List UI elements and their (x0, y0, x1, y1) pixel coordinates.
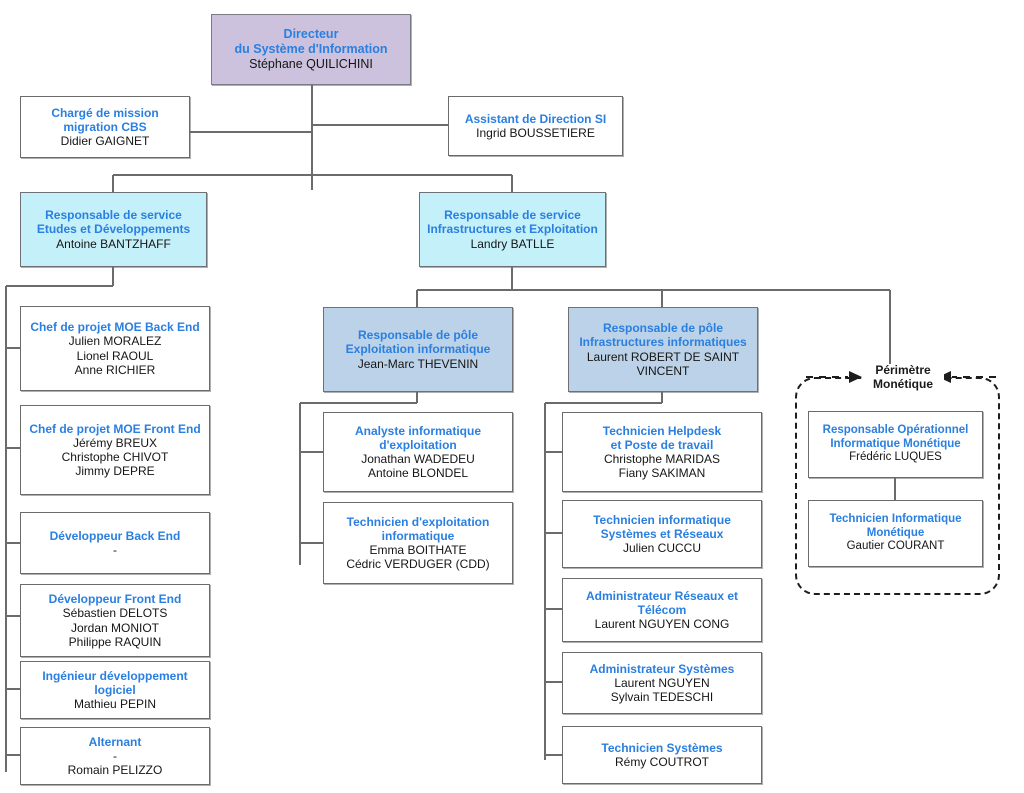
node-alternant-person-line2: Romain PELIZZO (67, 763, 163, 778)
node-service-infrastructures-exploitation[interactable]: Responsable de service Infrastructures e… (419, 192, 606, 267)
node-service-etudes-person: Antoine BANTZHAFF (56, 236, 171, 251)
node-assistant-direction-si[interactable]: Assistant de Direction SI Ingrid BOUSSET… (448, 96, 623, 156)
node-tech-helpdesk-person-line2: Fiany SAKIMAN (618, 466, 706, 481)
node-ing-dev-role-line1: Ingénieur développement (42, 668, 188, 683)
node-director-role-line2: du Système d'Information (234, 42, 388, 57)
node-admin-reseaux-person-line1: Laurent NGUYEN CONG (594, 617, 730, 632)
node-developpeur-back-end[interactable]: Développeur Back End - (20, 512, 210, 574)
node-assistant-direction-si-role-line1: Assistant de Direction SI (464, 111, 607, 126)
node-technicien-helpdesk-poste-travail[interactable]: Technicien Helpdesk et Poste de travail … (562, 412, 762, 492)
node-administrateur-systemes[interactable]: Administrateur Systèmes Laurent NGUYEN S… (562, 652, 762, 714)
node-tech-expl-role-line2: informatique (381, 528, 455, 543)
node-director-person: Stéphane QUILICHINI (249, 56, 373, 71)
node-tech-sys-reseaux-person-line1: Julien CUCCU (622, 541, 702, 556)
node-ingenieur-developpement-logiciel[interactable]: Ingénieur développement logiciel Mathieu… (20, 661, 210, 719)
node-chef-projet-moe-back-end[interactable]: Chef de projet MOE Back End Julien MORAL… (20, 306, 210, 391)
node-admin-systemes-person-line1: Laurent NGUYEN (614, 675, 710, 690)
node-administrateur-reseaux-telecom[interactable]: Administrateur Réseaux et Télécom Lauren… (562, 578, 762, 642)
node-resp-monetique-role-line1: Responsable Opérationnel (822, 424, 969, 437)
node-admin-reseaux-role-line1: Administrateur Réseaux et (585, 588, 739, 603)
node-tech-sys-reseaux-role-line1: Technicien informatique (593, 512, 731, 527)
node-tech-expl-person-line1: Emma BOITHATE (369, 543, 467, 557)
node-resp-monetique-role-line2: Informatique Monétique (830, 437, 961, 450)
node-technicien-systemes[interactable]: Technicien Systèmes Rémy COUTROT (562, 726, 762, 784)
node-technicien-informatique-systemes-reseaux[interactable]: Technicien informatique Systèmes et Rése… (562, 500, 762, 568)
node-ing-dev-person-line1: Mathieu PEPIN (73, 697, 157, 712)
node-alternant-role-line1: Alternant (88, 734, 142, 749)
perimetre-label-line2: Monétique (873, 376, 933, 391)
node-service-etudes-role-line1: Responsable de service (45, 208, 182, 223)
node-dev-front-person-line2: Jordan MONIOT (70, 620, 160, 635)
node-pole-infra-role-line2: Infrastructures informatiques (579, 335, 747, 350)
node-charge-mission-cbs-person: Didier GAIGNET (60, 134, 150, 149)
node-technicien-informatique-monetique[interactable]: Technicien Informatique Monétique Gautie… (808, 500, 983, 567)
node-tech-systemes-role-line1: Technicien Systèmes (601, 740, 723, 755)
node-analyste-informatique-exploitation[interactable]: Analyste informatique d'exploitation Jon… (323, 412, 513, 492)
node-tech-monetique-role-line2: Monétique (866, 526, 925, 539)
node-alternant[interactable]: Alternant - Romain PELIZZO (20, 727, 210, 785)
perimetre-label-line1: Périmètre (875, 363, 931, 377)
node-pole-infra-role-line1: Responsable de pôle (602, 321, 724, 336)
node-cp-moe-front-person-line2: Christophe CHIVOT (61, 450, 169, 464)
node-tech-helpdesk-role-line1: Technicien Helpdesk (602, 423, 722, 438)
node-pole-exploitation-informatique[interactable]: Responsable de pôle Exploitation informa… (323, 307, 513, 392)
node-analyste-expl-person-line2: Antoine BLONDEL (367, 466, 469, 481)
node-tech-monetique-person-line1: Gautier COURANT (846, 540, 945, 553)
node-pole-infrastructures-informatiques[interactable]: Responsable de pôle Infrastructures info… (568, 307, 758, 392)
node-analyste-expl-role-line1: Analyste informatique (354, 423, 482, 438)
node-tech-systemes-person-line1: Rémy COUTROT (615, 755, 709, 769)
node-service-etudes-role-line2: Etudes et Développements (36, 222, 191, 237)
node-service-infra-role-line2: Infrastructures et Exploitation (427, 222, 598, 237)
node-analyste-expl-role-line2: d'exploitation (379, 437, 457, 452)
node-dev-front-person-line3: Philippe RAQUIN (68, 634, 162, 649)
node-tech-monetique-role-line1: Technicien Informatique (829, 513, 962, 526)
node-analyste-expl-person-line1: Jonathan WADEDEU (361, 452, 475, 466)
node-cp-moe-front-person-line3: Jimmy DEPRE (75, 464, 155, 479)
node-admin-reseaux-role-line2: Télécom (637, 602, 687, 617)
node-cp-moe-back-person-line3: Anne RICHIER (74, 362, 156, 377)
node-admin-systemes-person-line2: Sylvain TEDESCHI (610, 690, 714, 705)
node-admin-systemes-role-line1: Administrateur Systèmes (589, 661, 735, 676)
node-ing-dev-role-line2: logiciel (94, 682, 136, 697)
node-alternant-person-line1: - (113, 748, 117, 763)
node-pole-infra-person-line1: Laurent ROBERT DE SAINT (586, 349, 740, 364)
node-tech-helpdesk-person-line1: Christophe MARIDAS (603, 452, 721, 466)
node-assistant-direction-si-person: Ingrid BOUSSETIERE (476, 126, 595, 140)
node-cp-moe-front-person-line1: Jérémy BREUX (72, 435, 158, 450)
node-cp-moe-front-role-line1: Chef de projet MOE Front End (29, 421, 201, 436)
node-cp-moe-back-person-line2: Lionel RAOUL (76, 348, 154, 363)
node-dev-front-person-line1: Sébastien DELOTS (62, 606, 168, 621)
node-technicien-exploitation-informatique[interactable]: Technicien d'exploitation informatique E… (323, 502, 513, 584)
node-tech-expl-role-line1: Technicien d'exploitation (346, 514, 490, 529)
node-dev-back-person-line1: - (113, 543, 117, 557)
node-cp-moe-back-person-line1: Julien MORALEZ (68, 334, 162, 349)
node-cp-moe-back-role-line1: Chef de projet MOE Back End (30, 320, 200, 335)
node-pole-exploitation-person: Jean-Marc THEVENIN (357, 356, 479, 371)
node-charge-mission-cbs[interactable]: Chargé de mission migration CBS Didier G… (20, 96, 190, 158)
perimetre-monetique-label: Périmètre Monétique (862, 363, 944, 392)
node-developpeur-front-end[interactable]: Développeur Front End Sébastien DELOTS J… (20, 584, 210, 657)
node-pole-exploitation-role-line2: Exploitation informatique (345, 342, 491, 357)
node-dev-front-role-line1: Développeur Front End (48, 592, 182, 607)
node-director[interactable]: Directeur du Système d'Information Stéph… (211, 14, 411, 85)
node-charge-mission-cbs-role-line2: migration CBS (63, 119, 147, 134)
node-pole-infra-person-line2: VINCENT (636, 363, 690, 378)
node-service-etudes-developpements[interactable]: Responsable de service Etudes et Dévelop… (20, 192, 207, 267)
node-chef-projet-moe-front-end[interactable]: Chef de projet MOE Front End Jérémy BREU… (20, 405, 210, 495)
node-tech-sys-reseaux-role-line2: Systèmes et Réseaux (600, 526, 724, 541)
node-dev-back-role-line1: Développeur Back End (49, 528, 181, 543)
node-charge-mission-cbs-role-line1: Chargé de mission (51, 105, 159, 120)
node-responsable-operationnel-informatique-monetique[interactable]: Responsable Opérationnel Informatique Mo… (808, 411, 983, 478)
node-service-infra-person: Landry BATLLE (470, 236, 555, 251)
node-service-infra-role-line1: Responsable de service (444, 208, 581, 223)
node-tech-helpdesk-role-line2: et Poste de travail (610, 437, 714, 452)
node-director-role-line1: Directeur (283, 27, 339, 42)
node-resp-monetique-person-line1: Frédéric LUQUES (849, 451, 942, 464)
node-tech-expl-person-line2: Cédric VERDUGER (CDD) (346, 557, 490, 572)
node-pole-exploitation-role-line1: Responsable de pôle (357, 328, 479, 343)
